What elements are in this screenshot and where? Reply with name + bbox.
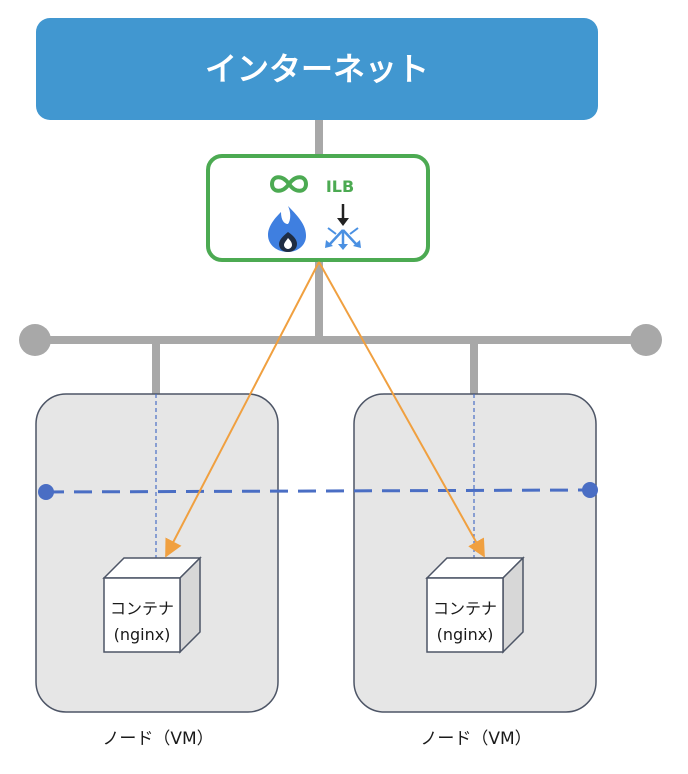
pod-network-endpoint-left (38, 484, 54, 500)
firebase-icon (268, 206, 306, 252)
bus-endpoint-right (630, 324, 662, 356)
container-label-line1: コンテナ (433, 599, 497, 618)
traffic-arrow-right (318, 261, 485, 558)
cube-front (103, 577, 181, 653)
cube-front (426, 577, 504, 653)
infinity-icon (269, 175, 309, 193)
pod-network (38, 482, 598, 500)
internet-banner: インターネット (36, 18, 598, 120)
traffic-arrow-left (165, 261, 320, 558)
node-label-right: ノード（VM） (420, 729, 531, 749)
lb-frame (206, 154, 430, 262)
container-label-line1: コンテナ (110, 599, 174, 618)
node-box-left (35, 393, 279, 713)
load-balancer-icon (325, 204, 361, 250)
container-cube-right: コンテナ (nginx) (425, 556, 525, 654)
subnet-bus (19, 324, 662, 394)
internet-box (36, 18, 598, 120)
load-balancer-box: ILB (206, 154, 430, 262)
container-label-line2: (nginx) (437, 625, 494, 644)
container-cube-left: コンテナ (nginx) (102, 556, 202, 654)
pod-network-endpoint-right (582, 482, 598, 498)
lb-badge: ILB (326, 177, 354, 196)
node-label-left: ノード（VM） (102, 729, 213, 749)
node-box-right (353, 393, 597, 713)
internet-label: インターネット (205, 50, 429, 88)
container-label-line2: (nginx) (114, 625, 171, 644)
pod-network-line (45, 488, 591, 494)
bus-endpoint-left (19, 324, 51, 356)
